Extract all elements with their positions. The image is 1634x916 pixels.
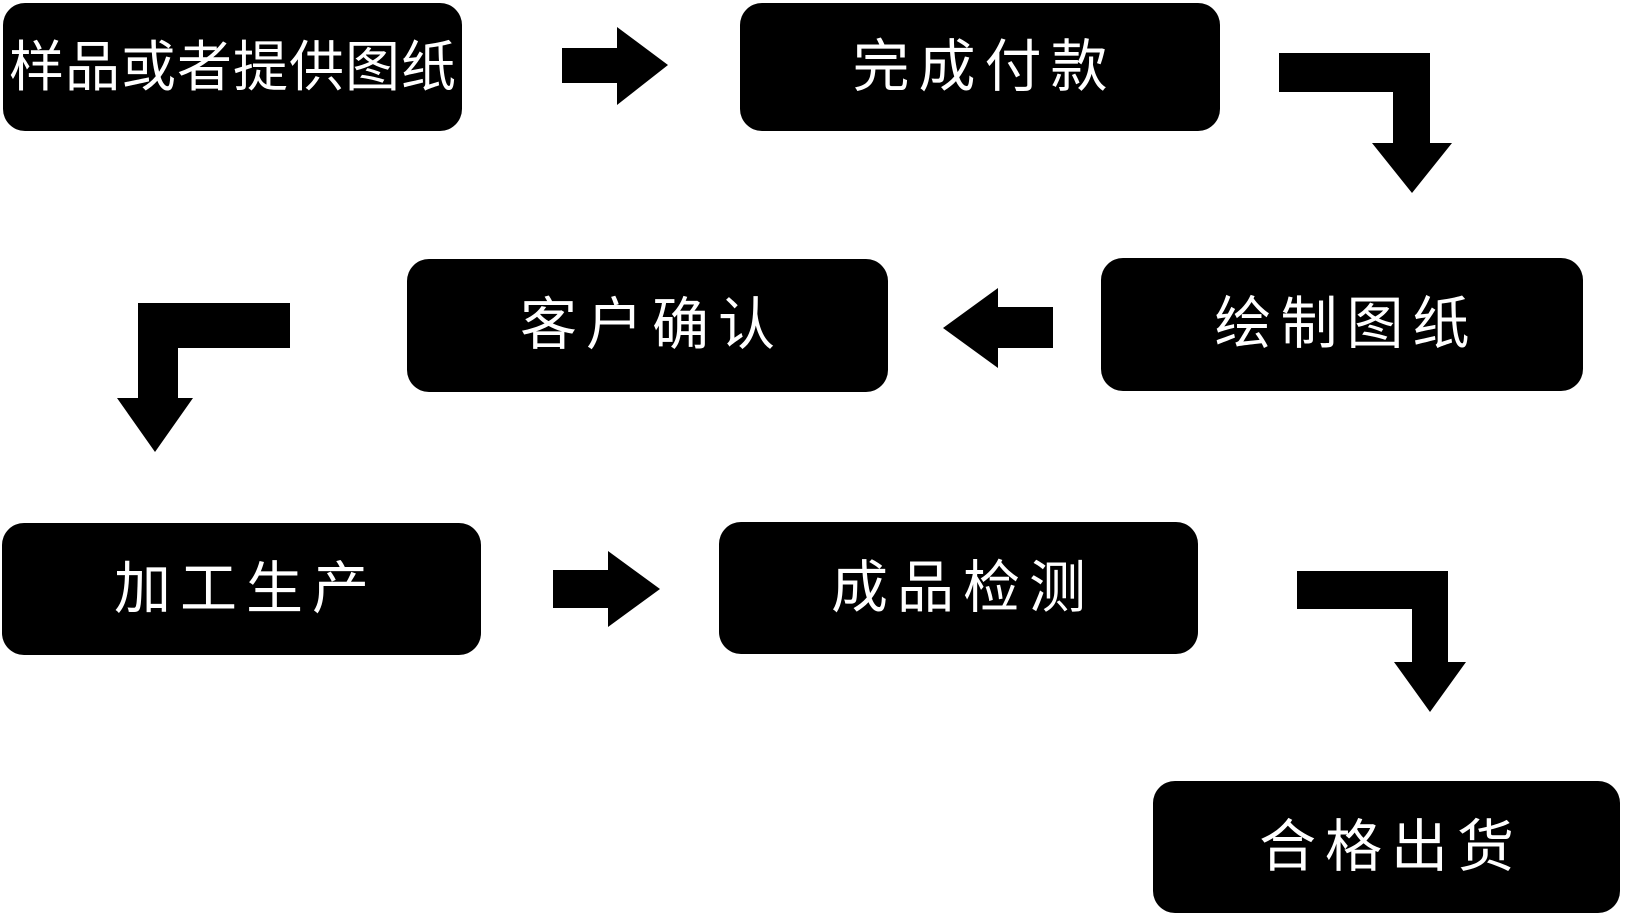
arrow-elbow-down-right-icon <box>1279 53 1452 193</box>
arrow-right-icon <box>553 551 660 627</box>
flow-step-customer-confirm: 客户确认 <box>407 259 888 392</box>
arrow-right-icon <box>562 27 668 105</box>
step-label: 加工生产 <box>114 555 378 622</box>
flow-step-qualified-shipment: 合格出货 <box>1153 781 1620 913</box>
arrow-elbow-down-left-icon <box>117 303 290 452</box>
flow-step-sample-or-drawing: 样品或者提供图纸 <box>3 3 462 131</box>
flow-step-product-inspection: 成品检测 <box>719 522 1198 654</box>
flow-step-complete-payment: 完成付款 <box>740 3 1220 131</box>
step-label: 样品或者提供图纸 <box>8 34 457 99</box>
step-label: 成品检测 <box>831 554 1095 621</box>
step-label: 客户确认 <box>520 292 784 358</box>
step-label: 完成付款 <box>852 33 1117 100</box>
arrow-elbow-down-right-icon <box>1297 571 1466 712</box>
step-label: 合格出货 <box>1259 813 1523 880</box>
arrow-left-icon <box>943 288 1053 368</box>
flow-step-production: 加工生产 <box>2 523 481 655</box>
flow-step-draft-drawing: 绘制图纸 <box>1101 258 1583 391</box>
step-label: 绘制图纸 <box>1214 291 1479 357</box>
